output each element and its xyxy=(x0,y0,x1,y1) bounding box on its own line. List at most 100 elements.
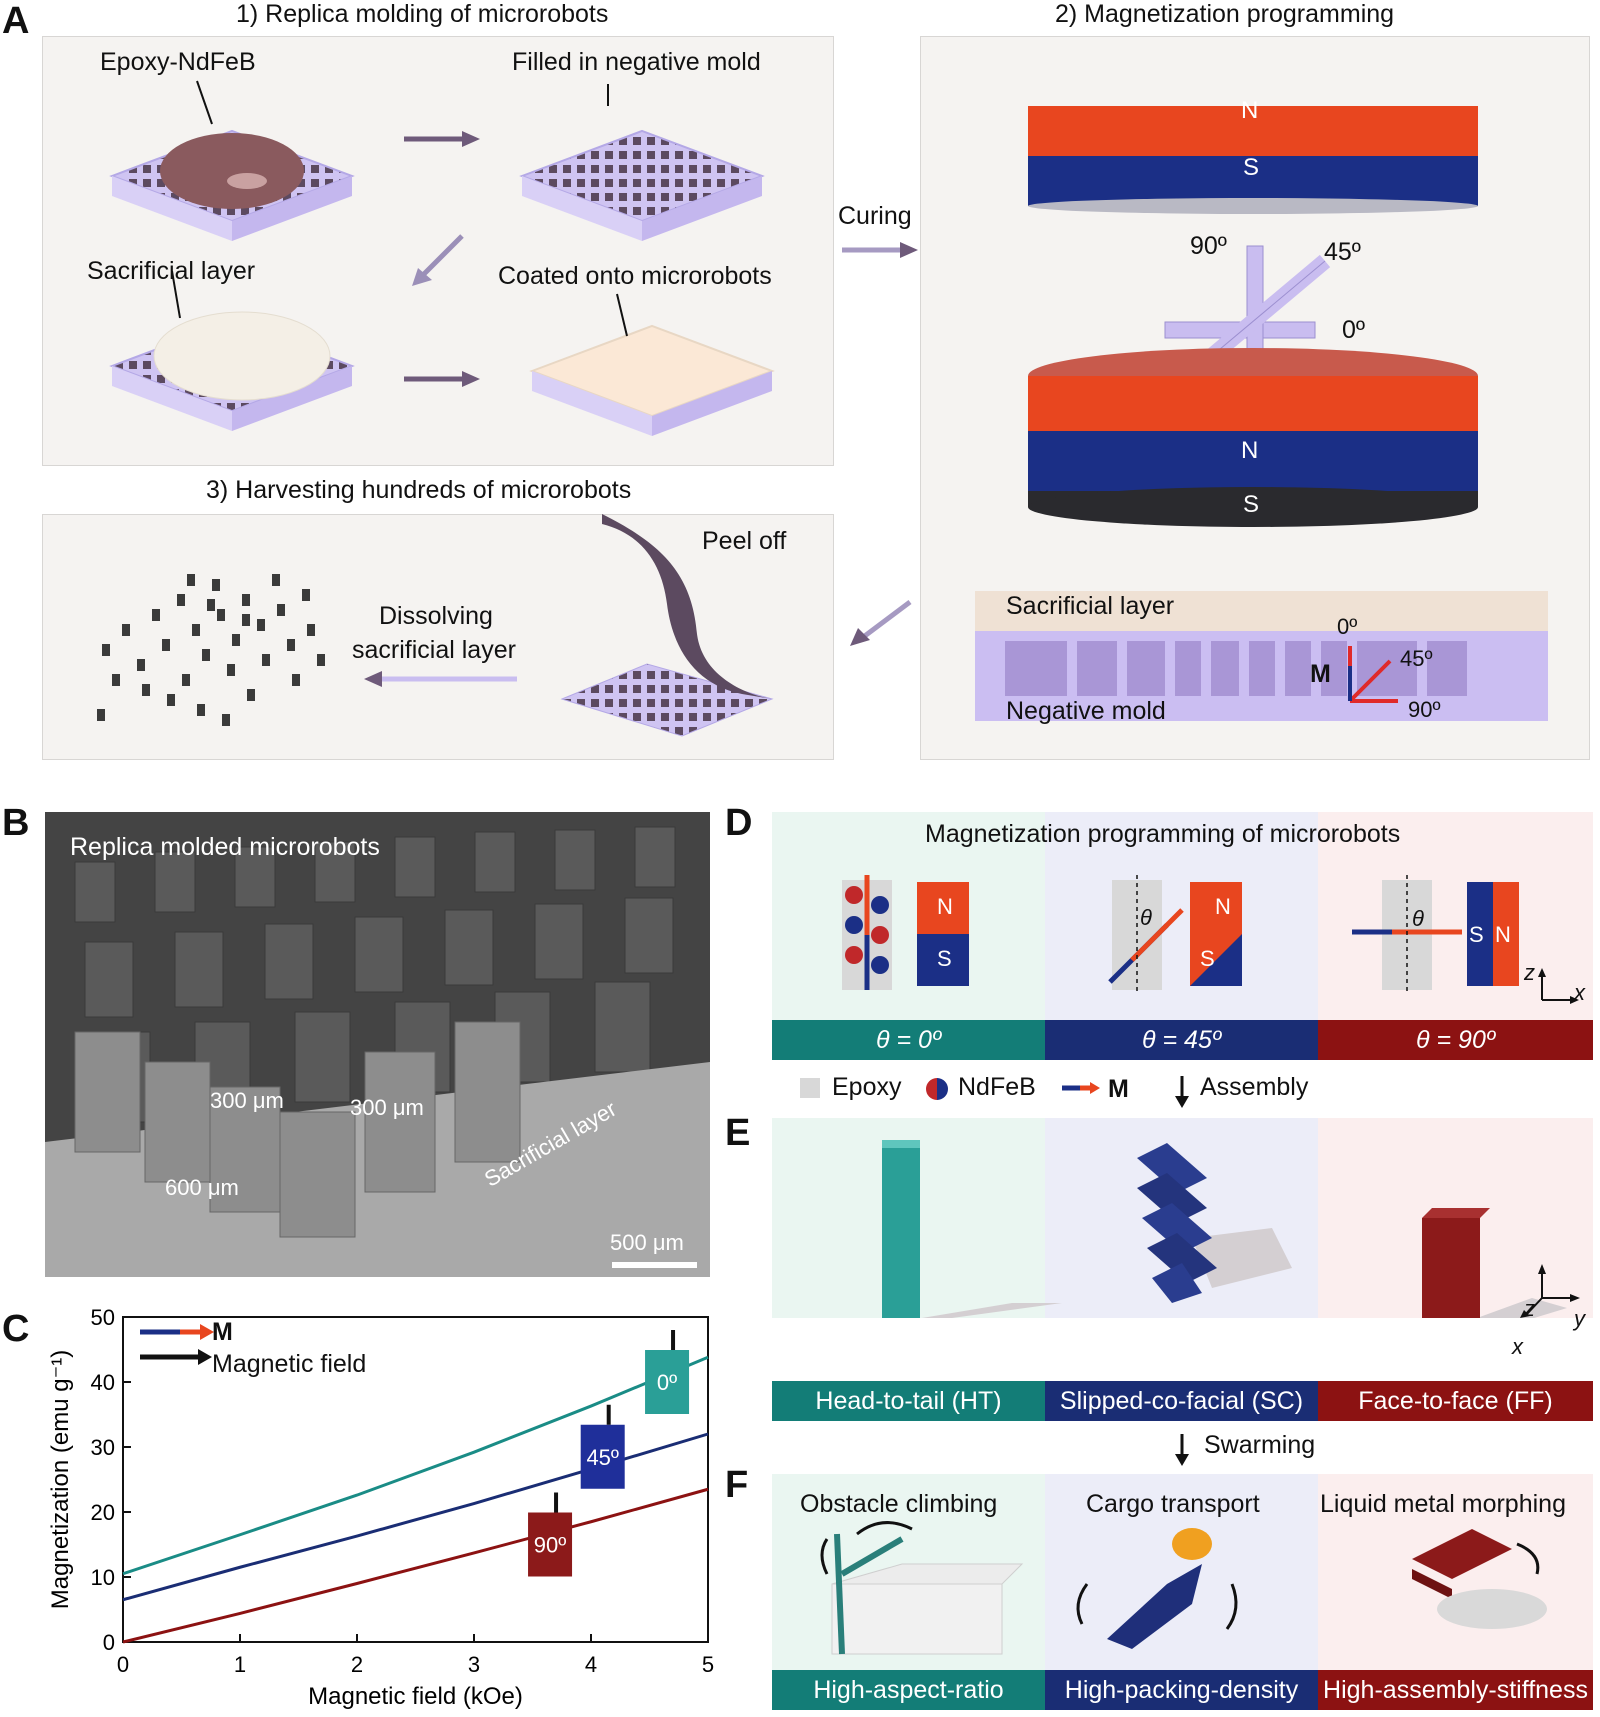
sacrificial-label: Sacrificial layer xyxy=(87,257,256,285)
d-illustration xyxy=(842,875,1579,1004)
y-tick-label: 30 xyxy=(91,1435,115,1460)
x-tick-label: 5 xyxy=(702,1652,714,1677)
sem-title: Replica molded microrobots xyxy=(70,833,380,861)
x-tick-label: 4 xyxy=(585,1652,597,1677)
panel-label-a: A xyxy=(2,0,30,42)
sc-stack xyxy=(1137,1143,1292,1303)
dissolve-label-1: Dissolving xyxy=(379,602,493,630)
angle-45-label: 45º xyxy=(1324,238,1361,266)
series-line-90º xyxy=(122,1487,709,1644)
cube-label: 90º xyxy=(534,1533,567,1558)
angle-90-label: 90º xyxy=(1190,232,1227,260)
legend-field-head xyxy=(198,1349,212,1365)
d-axis-z: z xyxy=(1524,960,1535,985)
panel-label-d: D xyxy=(725,802,753,844)
coated-mold xyxy=(529,324,775,436)
epoxy-label: Epoxy-NdFeB xyxy=(100,48,256,76)
inset-45-label: 45º xyxy=(1400,646,1433,671)
assembly-label: Assembly xyxy=(1200,1073,1309,1101)
ff-stack xyxy=(1422,1208,1567,1318)
step1-title: 1) Replica molding of microrobots xyxy=(236,0,609,28)
f-title-1: Obstacle climbing xyxy=(800,1490,998,1518)
d45-n: N xyxy=(1215,894,1231,919)
top-magnet xyxy=(1028,106,1478,214)
legend-epoxy: Epoxy xyxy=(832,1073,902,1101)
mold-with-epoxy-drop xyxy=(109,129,355,241)
bottom-magnet xyxy=(1028,348,1478,527)
harvesting-illustration xyxy=(97,514,774,737)
top-magnet-n: N xyxy=(1241,97,1259,124)
dim-width2: 300 μm xyxy=(350,1095,424,1120)
f-illustration xyxy=(820,1521,1547,1655)
mold-with-sacrificial-layer xyxy=(109,311,355,431)
scalebar xyxy=(612,1262,697,1268)
d-title: Magnetization programming of microrobots xyxy=(925,820,1401,848)
bottom-magnet-s: S xyxy=(1243,491,1260,518)
legend-epoxy-swatch xyxy=(800,1078,820,1098)
dim-height: 600 μm xyxy=(165,1175,239,1200)
x-tick-label: 1 xyxy=(234,1652,246,1677)
curing-arrow xyxy=(842,242,918,258)
step2-title: 2) Magnetization programming xyxy=(1055,0,1395,28)
sem-image xyxy=(45,812,710,1277)
legend-m-label: M xyxy=(1108,1075,1129,1103)
d-bg-0 xyxy=(772,812,1045,1020)
legend-m: M xyxy=(212,1318,233,1346)
f-caption-2: High-packing-density xyxy=(1045,1670,1318,1710)
d90-theta: θ xyxy=(1412,906,1424,931)
harvested-microrobots xyxy=(97,574,325,726)
orientation-cube xyxy=(528,1512,573,1577)
d-bg-45 xyxy=(1045,812,1318,1020)
d90-s: S xyxy=(1469,922,1484,947)
assembly-arrow xyxy=(1175,1076,1189,1108)
step3-title: 3) Harvesting hundreds of microrobots xyxy=(206,476,632,504)
cargo-transport xyxy=(1076,1528,1238,1649)
panel-label-e: E xyxy=(725,1112,751,1154)
peel-off-label: Peel off xyxy=(702,527,787,555)
legend-field: Magnetic field xyxy=(212,1350,367,1378)
inset-mold-label: Negative mold xyxy=(1006,697,1166,725)
mold-cross-section xyxy=(975,591,1548,721)
x-tick-label: 3 xyxy=(468,1652,480,1677)
return-arrow xyxy=(850,600,912,646)
inset-m-label: M xyxy=(1310,660,1331,688)
panel-label-f: F xyxy=(725,1464,749,1506)
cube-label: 45º xyxy=(586,1445,619,1470)
y-tick-label: 20 xyxy=(91,1500,115,1525)
d-caption-45: θ = 45º xyxy=(1045,1020,1318,1060)
curing-label: Curing xyxy=(838,202,912,230)
legend-m-head xyxy=(200,1324,214,1340)
dim-width1: 300 μm xyxy=(210,1088,284,1113)
d90-n: N xyxy=(1495,922,1511,947)
x-axis-label: Magnetic field (kOe) xyxy=(308,1683,523,1710)
e-illustration xyxy=(882,1140,1580,1318)
f-title-2: Cargo transport xyxy=(1086,1490,1260,1518)
series-line-0º xyxy=(122,1355,709,1576)
d-caption-90: θ = 90º xyxy=(1318,1020,1593,1060)
replica-molding-illustration xyxy=(109,80,775,436)
swarming-arrow xyxy=(1175,1434,1189,1466)
e-caption-ff: Face-to-face (FF) xyxy=(1318,1381,1593,1421)
e-axis-x: x xyxy=(1512,1334,1523,1359)
liquid-metal-morphing xyxy=(1412,1529,1547,1629)
orientation-cube xyxy=(645,1350,690,1414)
y-tick-label: 10 xyxy=(91,1565,115,1590)
plot-frame xyxy=(122,1316,709,1643)
d-bg-90 xyxy=(1318,812,1593,1020)
coated-label: Coated onto microrobots xyxy=(498,262,772,290)
top-magnet-s: S xyxy=(1243,154,1260,181)
inset-90-label: 90º xyxy=(1408,697,1441,722)
swarming-label: Swarming xyxy=(1204,1431,1316,1459)
panel-label-b: B xyxy=(2,802,30,844)
dissolve-label-2: sacrificial layer xyxy=(352,636,516,664)
y-axis-label: Magnetization (emu g⁻¹) xyxy=(47,1350,74,1609)
scalebar-label: 500 μm xyxy=(610,1230,684,1255)
y-tick-label: 0 xyxy=(103,1630,115,1655)
filled-label: Filled in negative mold xyxy=(512,48,761,76)
e-caption-sc: Slipped-co-facial (SC) xyxy=(1045,1381,1318,1421)
x-tick-label: 0 xyxy=(117,1652,129,1677)
legend-ndfeb: NdFeB xyxy=(958,1073,1036,1101)
bottom-magnet-n: N xyxy=(1241,437,1259,464)
d45-theta: θ xyxy=(1140,905,1152,930)
